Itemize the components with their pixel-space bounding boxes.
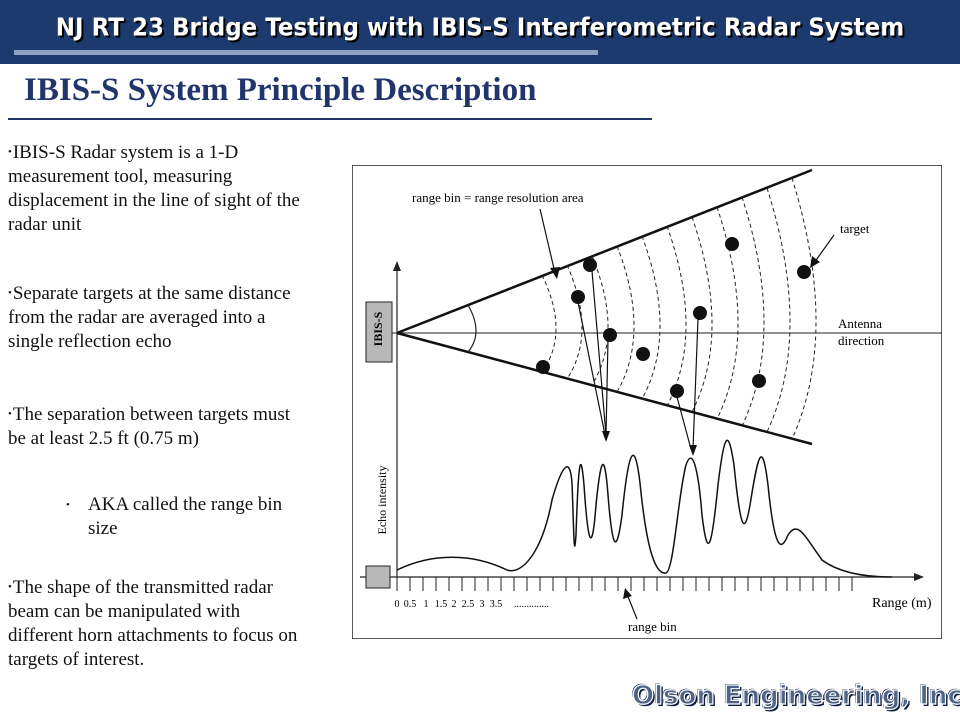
target-label: target <box>840 221 870 236</box>
bullet-text: The separation between targets must be a… <box>8 404 291 449</box>
bullet-text: Separate targets at the same distance fr… <box>8 283 291 352</box>
bullet-text: The shape of the transmitted radar beam … <box>8 577 298 670</box>
echo-axis-arrow <box>393 261 401 271</box>
beam-lower-edge <box>396 331 813 446</box>
range-tick-label: 1 <box>424 599 429 610</box>
beam-angle-arc <box>467 304 477 353</box>
range-tick-marks <box>396 577 853 591</box>
target-points <box>536 237 811 398</box>
ibis-radar-diagram: IBIS-S Echo intensity range bin = range … <box>352 165 942 639</box>
range-tick-label: 0 <box>395 599 400 610</box>
bullet-dot: • <box>8 146 12 158</box>
echo-axis-label: Echo intensity <box>375 466 389 535</box>
title-banner: NJ RT 23 Bridge Testing with IBIS-S Inte… <box>0 0 960 64</box>
range-axis-label: Range (m) <box>872 596 932 611</box>
sub-bullet-item: • AKA called the range bin size <box>66 493 306 541</box>
bullet-item: •Separate targets at the same distance f… <box>8 281 308 354</box>
bullet-item: •The shape of the transmitted radar beam… <box>8 575 308 672</box>
bullet-dot: • <box>66 499 70 511</box>
ibis-device-box <box>365 301 393 363</box>
antenna-label-line2: direction <box>838 333 885 348</box>
range-bin-label-arrow <box>626 593 638 620</box>
bullet-item: •The separation between targets must be … <box>8 402 308 451</box>
bullet-dot: • <box>8 287 12 299</box>
range-tick-labels: 0 0.5 1 1.5 2 2.5 3 3.5 <box>395 599 503 610</box>
range-tick-label: 3.5 <box>490 599 503 610</box>
range-tick-label: 1.5 <box>435 599 448 610</box>
bullet-item: •IBIS-S Radar system is a 1-D measuremen… <box>8 140 308 237</box>
range-tick-label: 2.5 <box>462 599 475 610</box>
device-label: IBIS-S <box>371 311 385 346</box>
range-tick-label: 3 <box>480 599 485 610</box>
bullet-text: IBIS-S Radar system is a 1-D measurement… <box>8 142 300 235</box>
bullet-dot: • <box>8 408 12 420</box>
heading-underline <box>8 118 652 120</box>
banner-title: NJ RT 23 Bridge Testing with IBIS-S Inte… <box>55 13 905 43</box>
bullet-dot: • <box>8 581 12 593</box>
range-bin-label: range bin <box>628 619 677 634</box>
echo-intensity-curve <box>396 439 893 578</box>
range-ellipsis: .............. <box>514 599 549 610</box>
target-callout-arrow <box>813 234 835 264</box>
range-axis-arrow <box>914 573 924 581</box>
echo-device-box <box>365 565 391 589</box>
range-bin-callout: range bin = range resolution area <box>412 190 584 205</box>
antenna-label-line1: Antenna <box>838 316 882 331</box>
diagram-frame <box>352 165 942 639</box>
slide-heading: IBIS-S System Principle Description <box>24 72 537 108</box>
sub-bullet-text: AKA called the range bin size <box>88 494 283 539</box>
beam-upper-edge <box>396 168 813 335</box>
range-bin-callout-arrow <box>539 208 556 274</box>
company-logo: Olson Engineering, Inc <box>631 680 960 711</box>
range-tick-label: 2 <box>452 599 457 610</box>
target-to-peak-arrows <box>577 270 699 450</box>
banner-stripe <box>14 50 598 55</box>
range-tick-label: 0.5 <box>404 599 417 610</box>
